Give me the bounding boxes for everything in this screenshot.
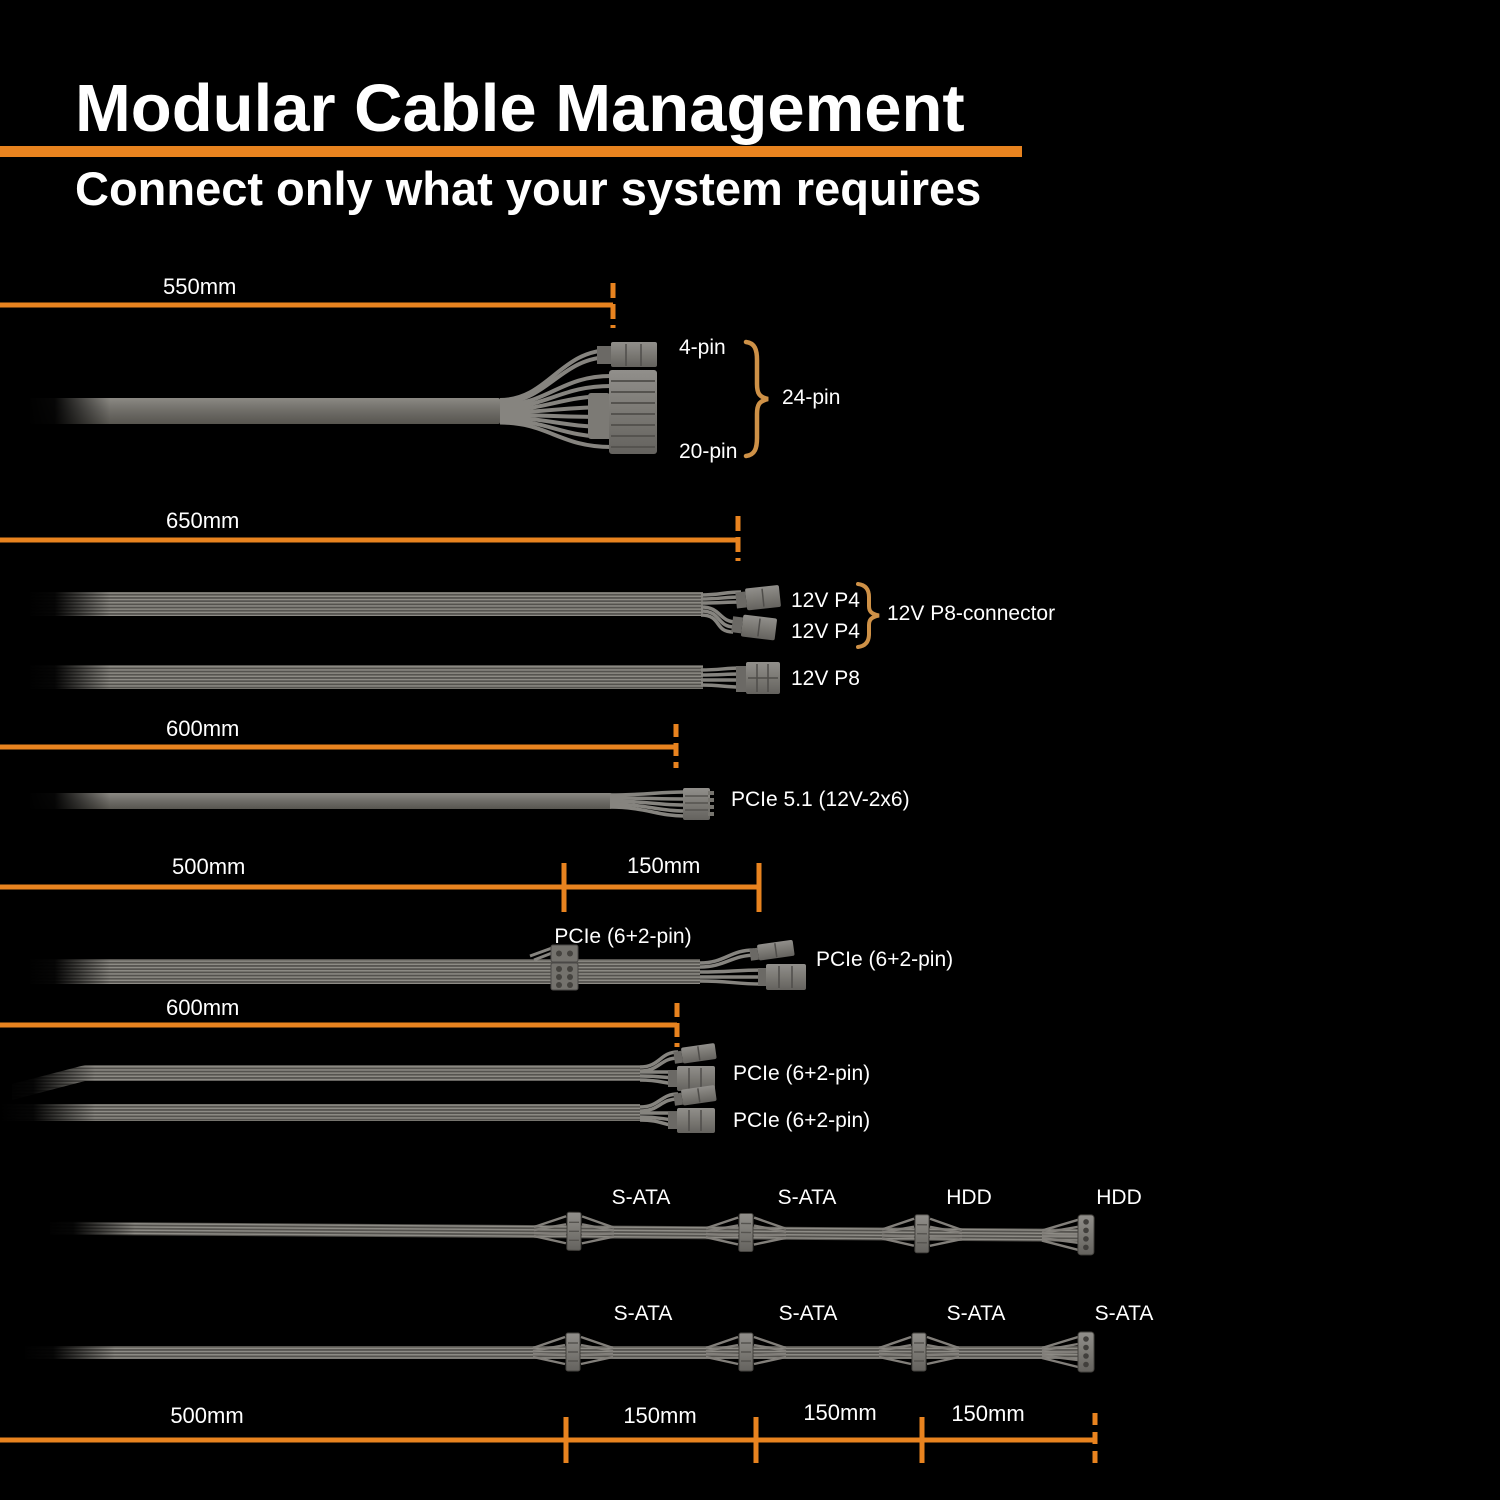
bottom-scale-label-1: 500mm	[170, 1403, 244, 1428]
cpu-p8-connector	[736, 662, 780, 694]
pcie-daisy-2pin-connector	[749, 940, 795, 961]
measure-600mm-dual	[0, 1003, 680, 1047]
cpu-p8-group-label: 12V P8-connector	[887, 602, 1056, 625]
mixed-label-3: HDD	[946, 1186, 992, 1209]
measure-500mm-150mm	[0, 863, 762, 912]
mixed-label-1: S-ATA	[611, 1186, 671, 1209]
pcie51-connector-label: PCIe 5.1 (12V-2x6)	[731, 788, 910, 811]
pcie-dual-length-label: 600mm	[166, 995, 240, 1020]
atx-24pin-label: 24-pin	[782, 386, 841, 409]
cpu-p8-label: 12V P8	[791, 667, 860, 690]
cable-cpu	[25, 582, 880, 695]
title-underline	[0, 146, 1022, 157]
mixed-label-4: HDD	[1096, 1186, 1142, 1209]
brace-p8	[856, 582, 880, 649]
pcie-dual-6pin-connector-2	[668, 1108, 715, 1133]
sata-label-4: S-ATA	[1094, 1302, 1154, 1325]
pcie-daisy-mid-label: PCIe (6+2-pin)	[554, 925, 692, 948]
pcie-daisy-mid-connector	[550, 944, 579, 991]
pcie-daisy-length-ext-label: 150mm	[627, 853, 701, 878]
pcie-daisy-length-main-label: 500mm	[172, 854, 246, 879]
cable-atx	[25, 339, 769, 459]
atx-4pin-connector	[597, 342, 657, 367]
cable-peripheral-sata	[20, 1330, 1096, 1374]
cable-pcie-daisy	[25, 940, 806, 991]
brace-24pin	[743, 339, 769, 459]
cpu-p4-connector-1	[735, 585, 781, 611]
sata-label-2: S-ATA	[778, 1302, 838, 1325]
cpu-p4-label-1: 12V P4	[791, 589, 860, 612]
bottom-scale-label-2: 150mm	[623, 1403, 697, 1428]
measurement-lines	[0, 283, 1098, 1467]
pcie-daisy-6pin-connector	[758, 964, 806, 990]
pcie-daisy-end-label: PCIe (6+2-pin)	[816, 948, 954, 971]
atx-4pin-label: 4-pin	[679, 336, 726, 359]
measure-600mm-pcie51	[0, 724, 679, 768]
sata-label-3: S-ATA	[946, 1302, 1006, 1325]
cpu-p4-connector-2	[731, 614, 777, 641]
pcie51-length-label: 600mm	[166, 716, 240, 741]
measure-650mm	[0, 516, 741, 561]
atx-20pin-label: 20-pin	[679, 440, 738, 463]
cable-pcie51	[25, 788, 714, 820]
bottom-scale-label-3: 150mm	[803, 1400, 877, 1425]
atx-24pin-connector	[588, 370, 657, 454]
pcie51-connector	[683, 788, 714, 820]
cable-pcie-dual	[0, 1043, 717, 1133]
pcie-dual-bottom-label: PCIe (6+2-pin)	[733, 1109, 871, 1132]
cpu-length-label: 650mm	[166, 508, 240, 533]
pcie-dual-2pin-connector-1	[673, 1043, 717, 1064]
measure-550mm	[0, 283, 616, 328]
cpu-p4-label-2: 12V P4	[791, 620, 860, 643]
page-subtitle: Connect only what your system requires	[75, 162, 982, 215]
cable-peripheral-mixed	[39, 1210, 1096, 1257]
pcie-dual-top-label: PCIe (6+2-pin)	[733, 1062, 871, 1085]
pcie-dual-6pin-connector-1	[668, 1066, 715, 1091]
pcie-dual-2pin-connector-2	[673, 1085, 717, 1106]
bottom-scale-line	[0, 1413, 1098, 1467]
atx-length-label: 550mm	[163, 274, 237, 299]
sata-label-1: S-ATA	[613, 1302, 673, 1325]
bottom-scale-label-4: 150mm	[951, 1401, 1025, 1426]
mixed-label-2: S-ATA	[777, 1186, 837, 1209]
page-title: Modular Cable Management	[75, 71, 965, 146]
